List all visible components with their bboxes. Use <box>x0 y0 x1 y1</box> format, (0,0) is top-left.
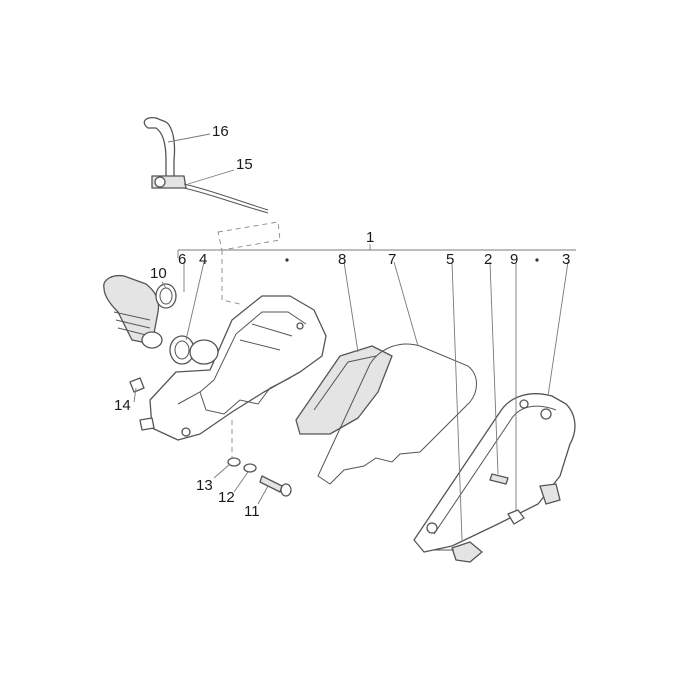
clip-nut[interactable] <box>129 377 145 393</box>
seal-gasket[interactable] <box>317 343 477 485</box>
callout-9: 9 <box>510 251 518 268</box>
callout-4: 4 <box>199 251 207 268</box>
screw-2[interactable] <box>489 473 509 485</box>
callout-1: 1 <box>366 229 374 246</box>
callout-15: 15 <box>236 156 253 173</box>
callout-6: 6 <box>178 251 186 268</box>
callout-10: 10 <box>150 265 167 282</box>
callout-2: 2 <box>484 251 492 268</box>
callout-12: 12 <box>218 489 235 506</box>
bolt-11[interactable] <box>259 475 292 497</box>
assembly-bracket <box>177 244 576 262</box>
drain-tube[interactable] <box>151 175 269 214</box>
air-box-cover[interactable] <box>413 393 576 553</box>
callout-8: 8 <box>338 251 346 268</box>
callout-7: 7 <box>388 251 396 268</box>
intake-duct[interactable] <box>103 274 163 349</box>
callout-labels: 1 2 3 4 5 6 7 8 9 10 11 12 13 14 15 16 <box>114 123 570 520</box>
callout-14: 14 <box>114 397 131 414</box>
callout-5: 5 <box>446 251 454 268</box>
breather-hose[interactable] <box>143 116 176 183</box>
nut-9[interactable] <box>507 509 525 525</box>
knob-screw-5[interactable] <box>432 541 483 563</box>
washer-13[interactable] <box>227 457 241 467</box>
callout-3: 3 <box>562 251 570 268</box>
callout-11: 11 <box>244 503 260 520</box>
washer-12[interactable] <box>243 463 257 473</box>
leader-lines <box>133 133 569 541</box>
air-box-housing[interactable] <box>139 295 327 441</box>
callout-16: 16 <box>212 123 229 140</box>
callout-13: 13 <box>196 477 213 494</box>
